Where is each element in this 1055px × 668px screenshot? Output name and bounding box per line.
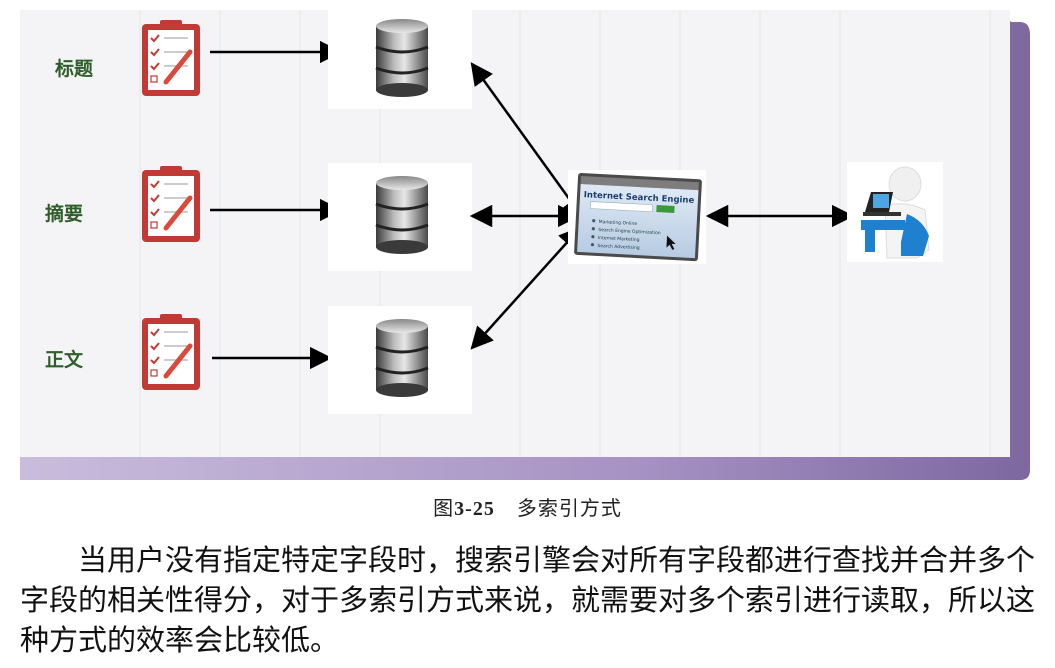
clipboard-icon	[142, 20, 200, 96]
figure-caption: 图3-25 多索引方式	[0, 492, 1055, 521]
body-text: 当用户没有指定特定字段时，搜索引擎会对所有字段都进行查找并合并多个字段的相关性得…	[20, 540, 1035, 660]
database-icon	[328, 306, 472, 414]
cursor-icon	[666, 235, 676, 250]
clipboard-icon	[142, 166, 200, 242]
search-option: Marketing Online	[599, 219, 638, 227]
bidirectional-arrow	[470, 62, 585, 220]
bidirectional-arrow	[470, 226, 582, 350]
database-icon	[328, 163, 472, 271]
database-icon	[328, 10, 472, 109]
search-option: Search Engine Optimization	[598, 227, 661, 236]
field-label-title: 标题	[55, 58, 93, 80]
multi-index-diagram: 标题 摘要 正文	[20, 10, 1030, 480]
clipboard-icon	[142, 314, 200, 390]
caption-title: 多索引方式	[516, 496, 622, 520]
search-option: Search Advertising	[597, 243, 640, 251]
field-label-abstract: 摘要	[45, 202, 83, 225]
search-option: Internet Marketing	[598, 235, 640, 243]
user-at-laptop-icon	[847, 162, 943, 262]
field-label-body: 正文	[45, 348, 84, 371]
search-engine-window-icon: Internet Search Engine Marketing Online …	[568, 170, 706, 264]
body-paragraph: 当用户没有指定特定字段时，搜索引擎会对所有字段都进行查找并合并多个字段的相关性得…	[20, 543, 1036, 657]
caption-prefix: 图	[433, 496, 455, 520]
caption-number: 3-25	[454, 498, 495, 520]
